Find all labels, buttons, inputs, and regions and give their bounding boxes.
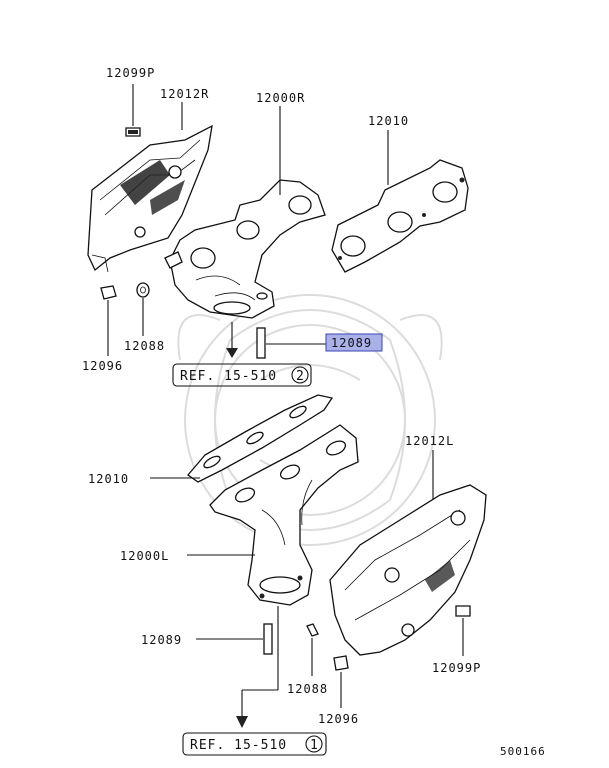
label-12010-bottom[interactable]: 12010 (88, 472, 129, 486)
label-12012r[interactable]: 12012R (160, 87, 209, 101)
washer-12088-top[interactable] (136, 282, 150, 336)
label-12012l[interactable]: 12012L (405, 434, 454, 448)
ref-text-top[interactable]: REF. 15-510 (180, 369, 277, 384)
label-12088-top[interactable]: 12088 (124, 339, 165, 353)
leader-lines-top (181, 102, 389, 358)
ref-num-top: 2 (296, 369, 305, 384)
bolt-12099p-top[interactable] (125, 84, 141, 137)
heat-shield-left[interactable] (329, 484, 487, 656)
label-12000r[interactable]: 12000R (256, 91, 305, 105)
manifold-gasket-top[interactable] (331, 159, 469, 273)
label-12000l[interactable]: 12000L (120, 549, 169, 563)
nut-12096-top[interactable] (100, 285, 117, 356)
label-12096-bottom[interactable]: 12096 (318, 712, 359, 726)
label-12089-bottom[interactable]: 12089 (141, 633, 182, 647)
label-12099p-bottom[interactable]: 12099P (432, 661, 481, 675)
stud-12089-bottom[interactable] (196, 623, 273, 655)
bolt-12099p-bottom[interactable] (455, 605, 471, 656)
label-12010-top[interactable]: 12010 (368, 114, 409, 128)
diagram-id: 500166 (500, 745, 546, 758)
ref-text-bottom[interactable]: REF. 15-510 (190, 738, 287, 753)
label-12088-bottom[interactable]: 12088 (287, 682, 328, 696)
label-12099p-top[interactable]: 12099P (106, 66, 155, 80)
exhaust-manifold-left[interactable] (209, 424, 359, 606)
washer-12088-bottom[interactable] (306, 623, 319, 676)
ref-box-top[interactable] (172, 363, 312, 387)
exhaust-manifold-right[interactable] (164, 179, 326, 319)
nut-12096-bottom[interactable] (333, 655, 349, 708)
highlight-12089[interactable] (325, 333, 383, 352)
leader-lines-bottom (150, 450, 434, 728)
label-12096-top[interactable]: 12096 (82, 359, 123, 373)
ref-box-bottom[interactable] (182, 732, 327, 756)
ref-num-bottom: 1 (310, 738, 319, 753)
manifold-gasket-bottom[interactable] (187, 394, 334, 483)
stud-12089-top[interactable] (256, 327, 326, 359)
heat-shield-right[interactable] (87, 124, 213, 273)
label-12089-top[interactable]: 12089 (331, 336, 372, 350)
